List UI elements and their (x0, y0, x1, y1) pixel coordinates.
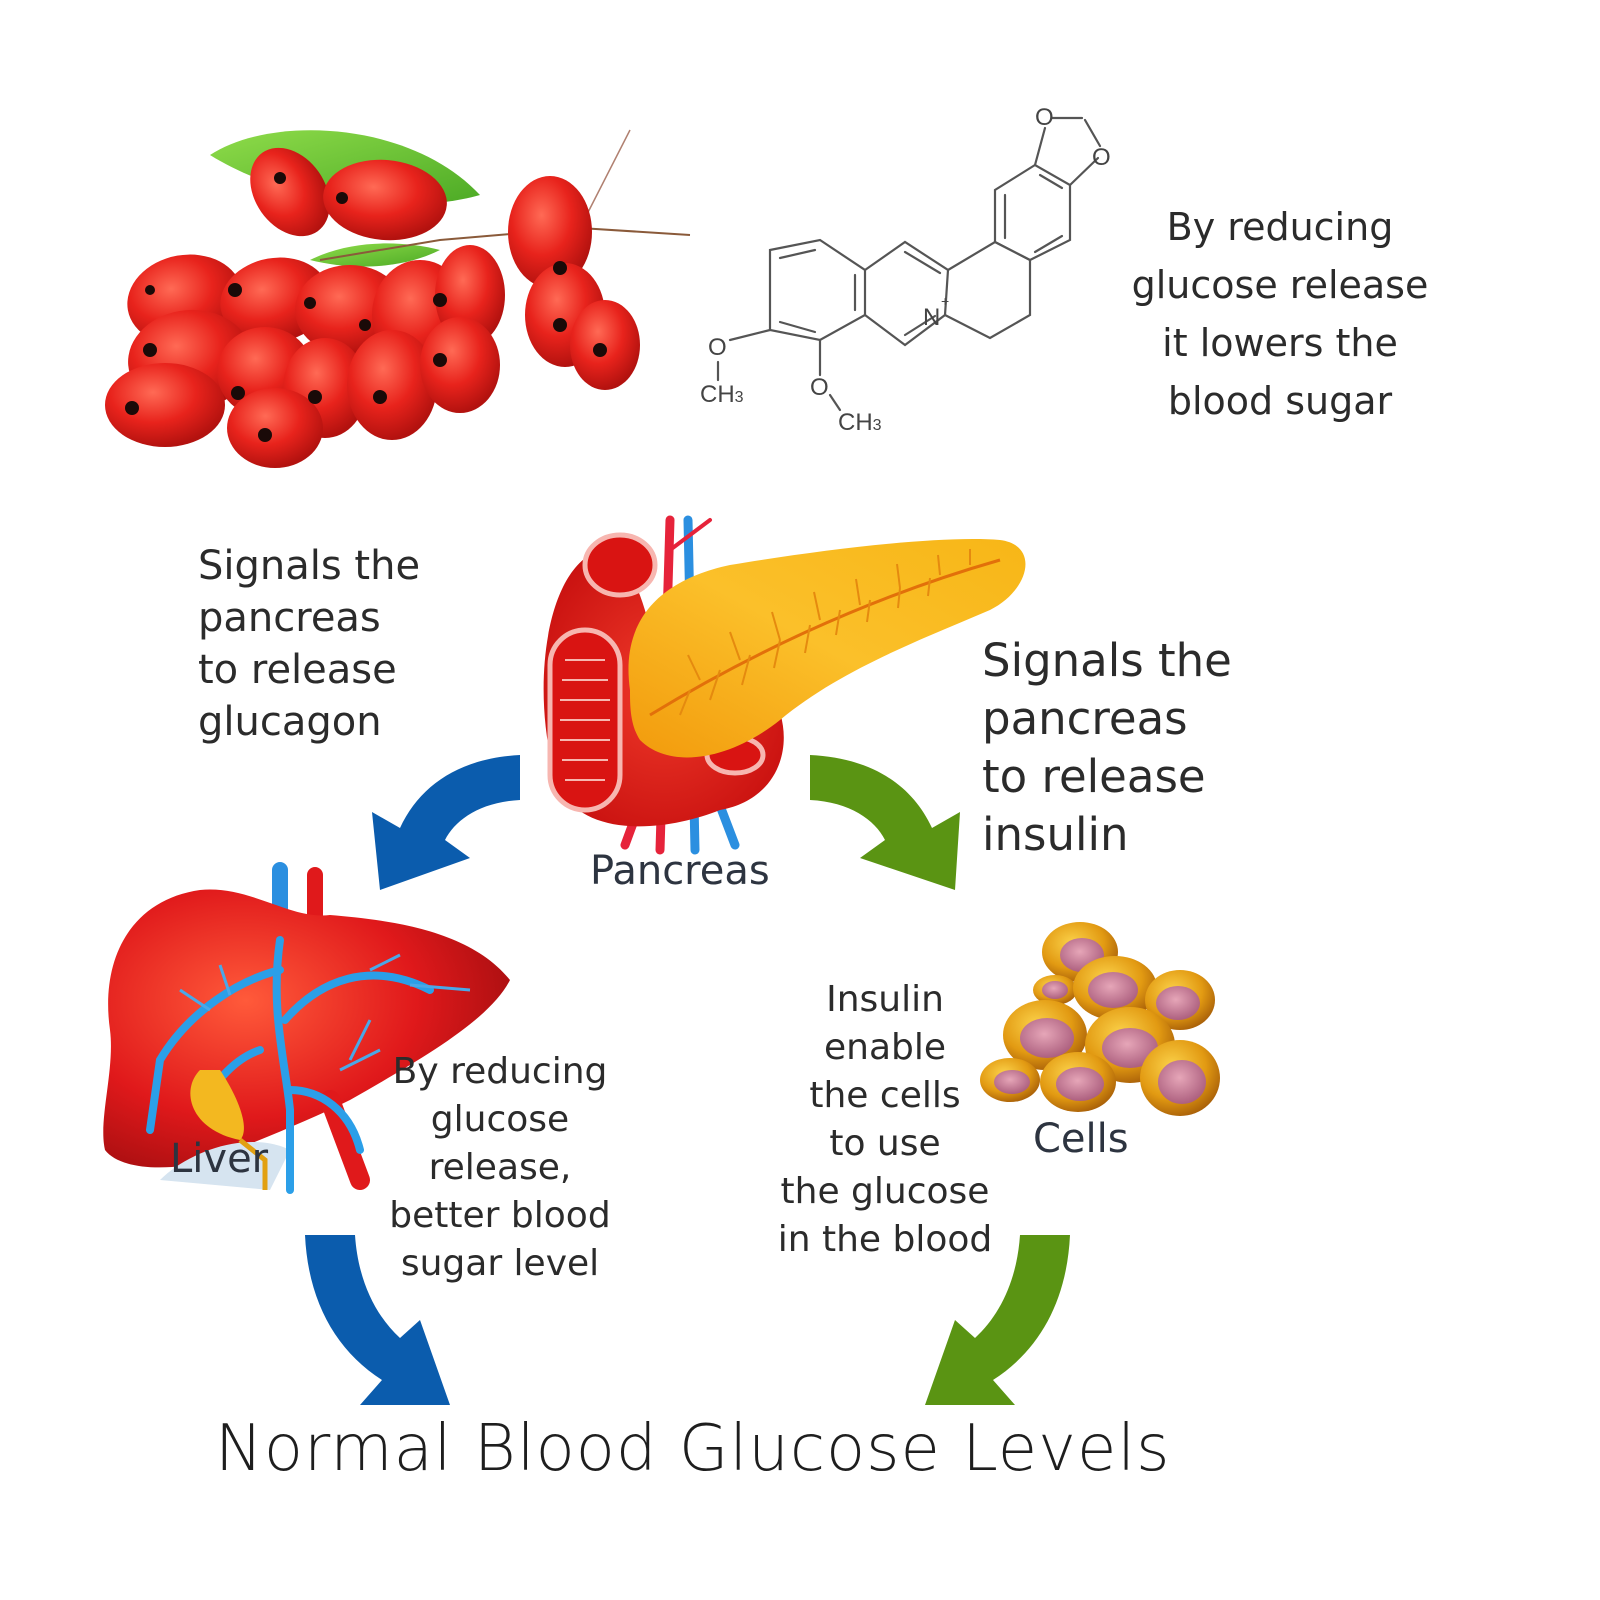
pancreas-body-icon (628, 539, 1026, 758)
caption-line: By reducing (1166, 205, 1394, 249)
caption-line: glucose (430, 1099, 570, 1140)
caption-line: to release (982, 750, 1206, 803)
caption-line: better blood (389, 1195, 611, 1236)
insulin-caption: Signals the pancreas to release insulin (982, 632, 1232, 864)
caption-line: pancreas (198, 595, 381, 641)
arrow-pancreas-to-cells (810, 755, 960, 890)
cells-illustration (980, 922, 1220, 1116)
liver-illustration (103, 862, 511, 1194)
glucagon-caption: Signals the pancreas to release glucagon (198, 540, 420, 748)
oxygen-label: O (1092, 144, 1111, 171)
curved-arrow-icon (305, 1235, 450, 1405)
cell-icon (980, 922, 1220, 1116)
barberry-berries-image (105, 129, 691, 468)
caption-line: insulin (982, 808, 1129, 861)
footer-title: Normal Blood Glucose Levels (215, 1412, 1171, 1486)
caption-line: to release (198, 647, 397, 693)
caption-line: Signals the (982, 634, 1232, 687)
pancreas-label: Pancreas (590, 848, 770, 894)
cells-caption: Insulin enable the cells to use the gluc… (745, 976, 1025, 1264)
berberine-molecule-diagram: O O N + O CH3 O CH3 (700, 104, 1111, 436)
caption-line: release, (428, 1147, 572, 1188)
berry-icon (105, 147, 640, 468)
curved-arrow-icon (372, 755, 520, 890)
gallbladder-icon (190, 1070, 244, 1140)
caption-line: to use (829, 1123, 941, 1164)
oxygen-label: O (810, 374, 829, 401)
caption-line: pancreas (982, 692, 1188, 745)
caption-line: enable (823, 1027, 947, 1068)
caption-line: Insulin (826, 979, 944, 1020)
arrow-cells-to-normal (925, 1235, 1070, 1405)
caption-line: it lowers the (1162, 321, 1398, 365)
caption-line: By reducing (392, 1051, 608, 1092)
nitrogen-label: N (923, 304, 940, 331)
caption-line: the cells (809, 1075, 961, 1116)
arrow-pancreas-to-liver (372, 755, 520, 890)
charge-label: + (941, 293, 949, 309)
caption-line: sugar level (400, 1243, 600, 1284)
methyl-label: CH3 (838, 409, 882, 436)
curved-arrow-icon (925, 1235, 1070, 1405)
oxygen-label: O (708, 334, 727, 361)
pancreas-illustration (543, 515, 1026, 855)
cells-label: Cells (1033, 1116, 1129, 1162)
liver-caption: By reducing glucose release, better bloo… (355, 1048, 645, 1288)
caption-line: the glucose (780, 1171, 990, 1212)
oxygen-label: O (1035, 104, 1054, 131)
leaf-icon (310, 243, 440, 267)
arrow-liver-to-normal (305, 1235, 450, 1405)
curved-arrow-icon (810, 755, 960, 890)
caption-line: glucose release (1131, 263, 1429, 307)
caption-line: glucagon (198, 699, 382, 745)
caption-line: in the blood (777, 1219, 993, 1260)
caption-line: blood sugar (1167, 379, 1393, 423)
liver-label: Liver (170, 1136, 269, 1182)
caption-line: Signals the (198, 543, 421, 589)
methyl-label: CH3 (700, 381, 744, 408)
top-caption: By reducing glucose release it lowers th… (1110, 198, 1450, 430)
